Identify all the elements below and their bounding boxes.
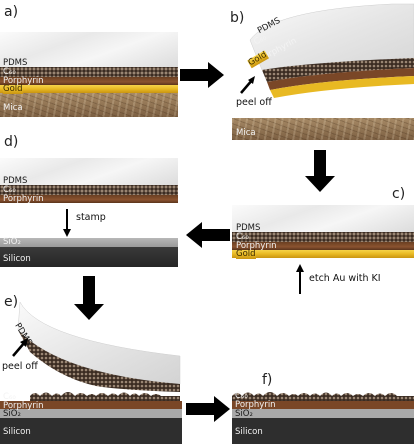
panel-a-mica-label: Mica (3, 103, 23, 113)
panel-d-pdms-layer (0, 158, 178, 185)
panel-e-silicon-label: Silicon (3, 427, 31, 437)
panel-b-label: b) (230, 10, 245, 26)
panel-c-caption: etch Au with KI (309, 273, 381, 284)
panel-a-pdms-label: PDMS (3, 58, 28, 68)
panel-d-porphyrin-layer (0, 195, 178, 203)
panel-d-sio2-layer (0, 238, 178, 247)
panel-f-silicon-label: Silicon (235, 427, 263, 437)
panel-b-caption: peel off (236, 97, 272, 108)
panel-d-silicon-label: Silicon (3, 254, 31, 264)
panel-d-caption: stamp (76, 212, 106, 223)
panel-c-porphyrin-label: Porphyrin (236, 241, 277, 251)
panel-c-c60-label: C₆₀ (236, 232, 249, 242)
panel-c-arrow-up-icon (296, 264, 304, 294)
panel-a-mica-layer (0, 93, 178, 117)
panel-d-label: d) (4, 134, 19, 150)
panel-a-porphyrin-layer (0, 77, 178, 85)
panel-a-c60-layer (0, 67, 178, 77)
panel-b-curved-stack (249, 3, 414, 98)
arrow-right-icon (180, 62, 226, 88)
panel-c-porphyrin-layer (232, 242, 414, 250)
panel-d-silicon-layer (0, 247, 178, 267)
panel-e-scene (0, 301, 182, 444)
arrow-left-icon (186, 222, 230, 248)
arrow-down-icon (305, 150, 335, 194)
panel-b-mica-label: Mica (236, 128, 256, 138)
panel-f-porphyrin-label: Porphyrin (235, 400, 276, 410)
panel-c-pdms-layer (232, 205, 414, 232)
panel-c-pdms-label: PDMS (236, 223, 261, 233)
arrow-down-icon (74, 276, 104, 322)
panel-f-label: f) (262, 372, 273, 388)
panel-e-label: e) (4, 294, 19, 310)
panel-a-c60-label: C₆₀ (3, 67, 16, 77)
panel-c-gold-label: Gold (236, 249, 256, 259)
panel-e-porphyrin-label: Porphyrin (3, 401, 44, 411)
panel-c-label: c) (392, 186, 406, 202)
panel-a-pdms-layer (0, 32, 178, 67)
panel-d-c60-layer (0, 185, 178, 195)
panel-f-sio2-label: SiO₂ (235, 409, 253, 419)
panel-e-arrow-icon (12, 338, 28, 357)
arrow-right-icon (186, 396, 232, 422)
panel-a-gold-label: Gold (3, 84, 23, 94)
panel-c-gold-layer (232, 250, 414, 258)
panel-a-porphyrin-label: Porphyrin (3, 76, 44, 86)
panel-e-sio2-label: SiO₂ (3, 409, 21, 419)
panel-c-c60-layer (232, 232, 414, 242)
panel-d-c60-label: C₆₀ (3, 185, 16, 195)
panel-a-gold-layer (0, 85, 178, 93)
panel-b-mica-layer (232, 118, 414, 140)
panel-d-pdms-label: PDMS (3, 176, 28, 186)
panel-b-arrow-icon (240, 76, 255, 94)
panel-e-caption: peel off (2, 361, 38, 372)
panel-a-label: a) (4, 4, 19, 20)
panel-d-arrow-down-icon (63, 209, 71, 237)
panel-d-sio2-label: SiO₂ (3, 237, 21, 247)
panel-e-c60-label: C₆₀ (3, 392, 16, 402)
panel-d-porphyrin-label: Porphyrin (3, 194, 44, 204)
panel-f-c60-label: C₆₀ (235, 391, 248, 401)
panel-f-scene (232, 392, 414, 444)
